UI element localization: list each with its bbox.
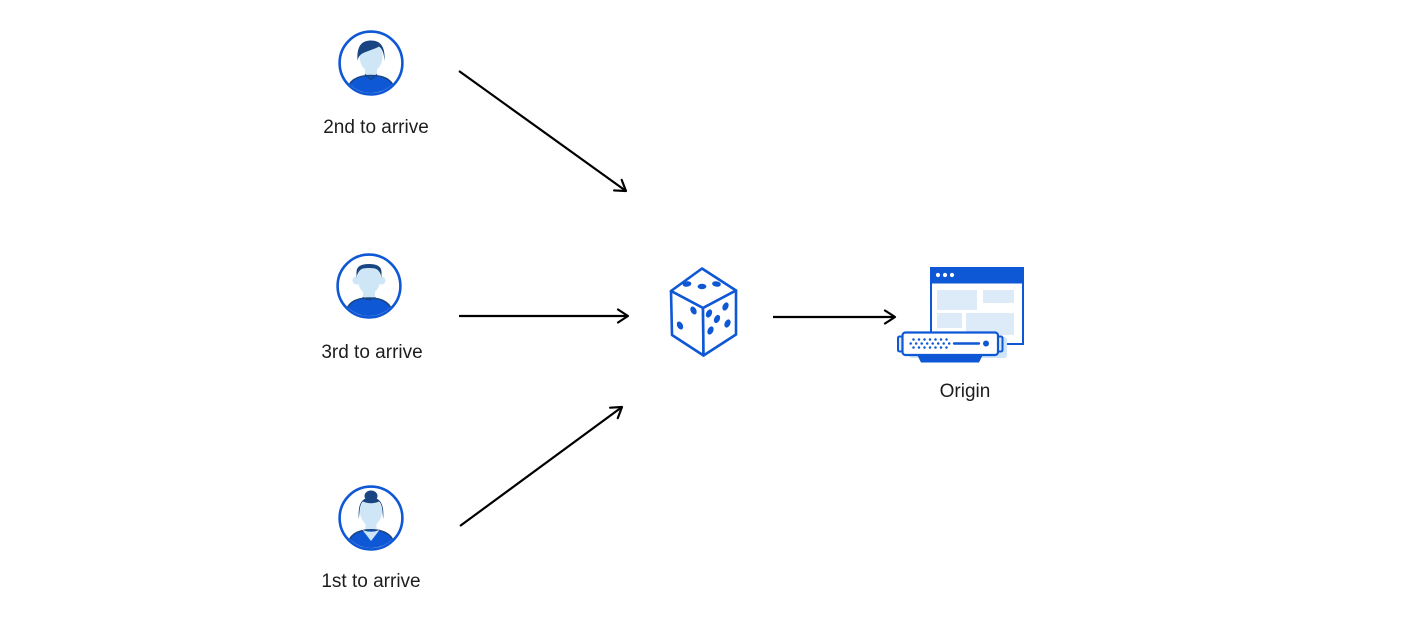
arrow-user2-to-dice [458, 70, 628, 193]
user-node-1st [338, 485, 404, 551]
arrow-user1-to-dice [459, 405, 624, 527]
user-label-2nd: 2nd to arrive [323, 117, 429, 138]
user-node-2nd [338, 30, 404, 96]
male-avatar-swept-hair-icon [338, 30, 404, 96]
male-avatar-flat-hair-icon [336, 253, 402, 319]
origin-label: Origin [939, 381, 991, 402]
dice-icon [668, 265, 740, 357]
origin-server-browser-icon [896, 260, 1032, 366]
female-avatar-bun-icon [338, 485, 404, 551]
user-label-3rd: 3rd to arrive [321, 342, 423, 363]
origin-node [896, 260, 1032, 366]
user-label-1st: 1st to arrive [321, 571, 421, 592]
user-node-3rd [336, 253, 402, 319]
